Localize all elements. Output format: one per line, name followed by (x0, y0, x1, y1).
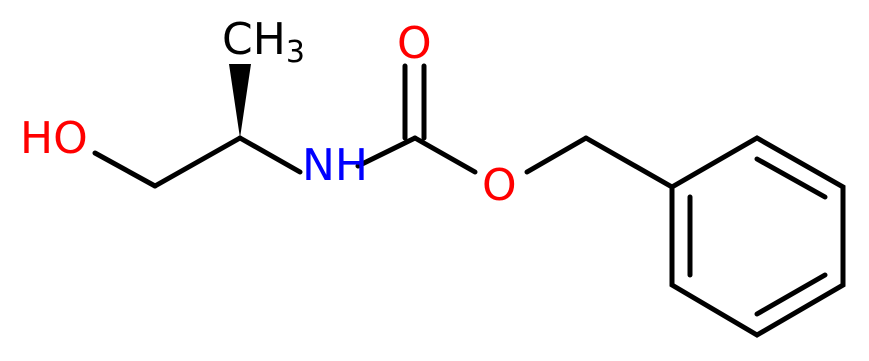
bond-c-o-ester (412, 135, 478, 175)
methyl-label-main: CH (222, 14, 286, 65)
methyl-label: CH3 (222, 14, 305, 70)
benzene-ring (669, 135, 846, 338)
bond-o-ch2 (92, 150, 158, 189)
amine-label: NH (302, 140, 368, 191)
bonds (92, 63, 846, 338)
bond-o-ch2-benzyl (524, 135, 589, 175)
wedge-bond-methyl (229, 64, 251, 138)
ring-double-2 (754, 156, 828, 200)
hydroxyl-label: HO (20, 113, 88, 164)
bond-n-c (355, 135, 418, 169)
bond-ch-n (237, 135, 303, 175)
ester-oxygen-label: O (482, 160, 517, 211)
carbonyl-oxygen-label: O (397, 18, 432, 69)
ring-double-3 (754, 272, 828, 317)
bond-ch2-ring (583, 135, 675, 190)
methyl-label-subscript: 3 (286, 35, 305, 70)
bond-ch2-ch (152, 135, 243, 189)
atom-labels: HO NH O O CH3 (20, 14, 517, 211)
